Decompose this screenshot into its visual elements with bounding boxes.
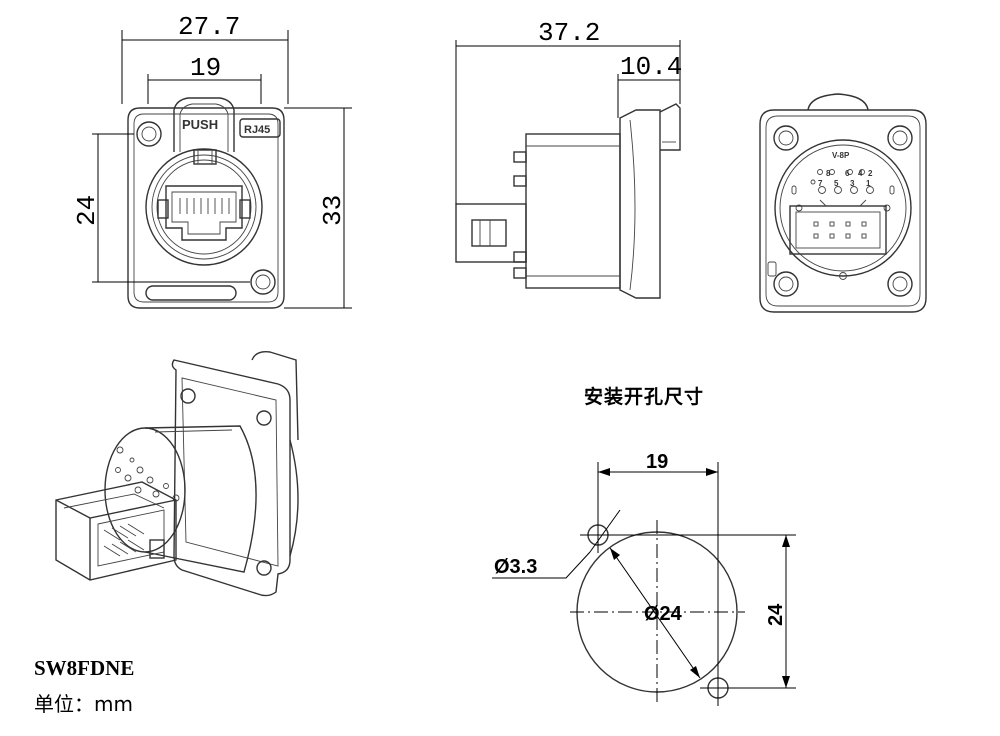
rear-pin-5: 5 [834,179,839,188]
rear-pin-4: 4 [858,169,863,178]
front-view: PUSH RJ45 27.7 19 24 [72,12,352,309]
cutout-hole-label: Ø3.3 [494,556,537,578]
unit-label: 单位：mm [34,692,133,716]
rear-view: V-8P 8 6 4 2 7 5 3 1 [759,93,927,313]
side-flange-label: 10.4 [620,52,682,82]
rear-pin-1: 1 [866,179,871,188]
rear-pin-3: 3 [850,179,855,188]
cutout-title: 安装开孔尺寸 [584,386,705,408]
front-width-label: 27.7 [178,12,240,42]
rear-pin-8: 8 [826,169,831,178]
rear-pin-2: 2 [868,169,873,178]
isometric-view [55,350,299,597]
cutout-circle-label: Ø24 [644,603,683,625]
rj45-label: RJ45 [244,124,270,136]
push-label: PUSH [182,117,218,132]
rear-code-label: V-8P [832,151,850,160]
cutout-height-label: 24 [765,603,787,626]
side-view: 37.2 10.4 [455,18,682,299]
cutout-width-label: 19 [646,451,668,473]
cutout-diagram: 19 24 Ø3.3 Ø24 [492,451,796,706]
front-height-label: 33 [318,195,348,226]
rear-pin-7: 7 [818,179,823,188]
front-hole-spacing-label: 24 [72,195,102,226]
model-number: SW8FDNE [34,656,135,680]
front-inner-width-label: 19 [190,53,221,83]
rear-pin-6: 6 [845,169,850,178]
side-length-label: 37.2 [538,18,600,48]
